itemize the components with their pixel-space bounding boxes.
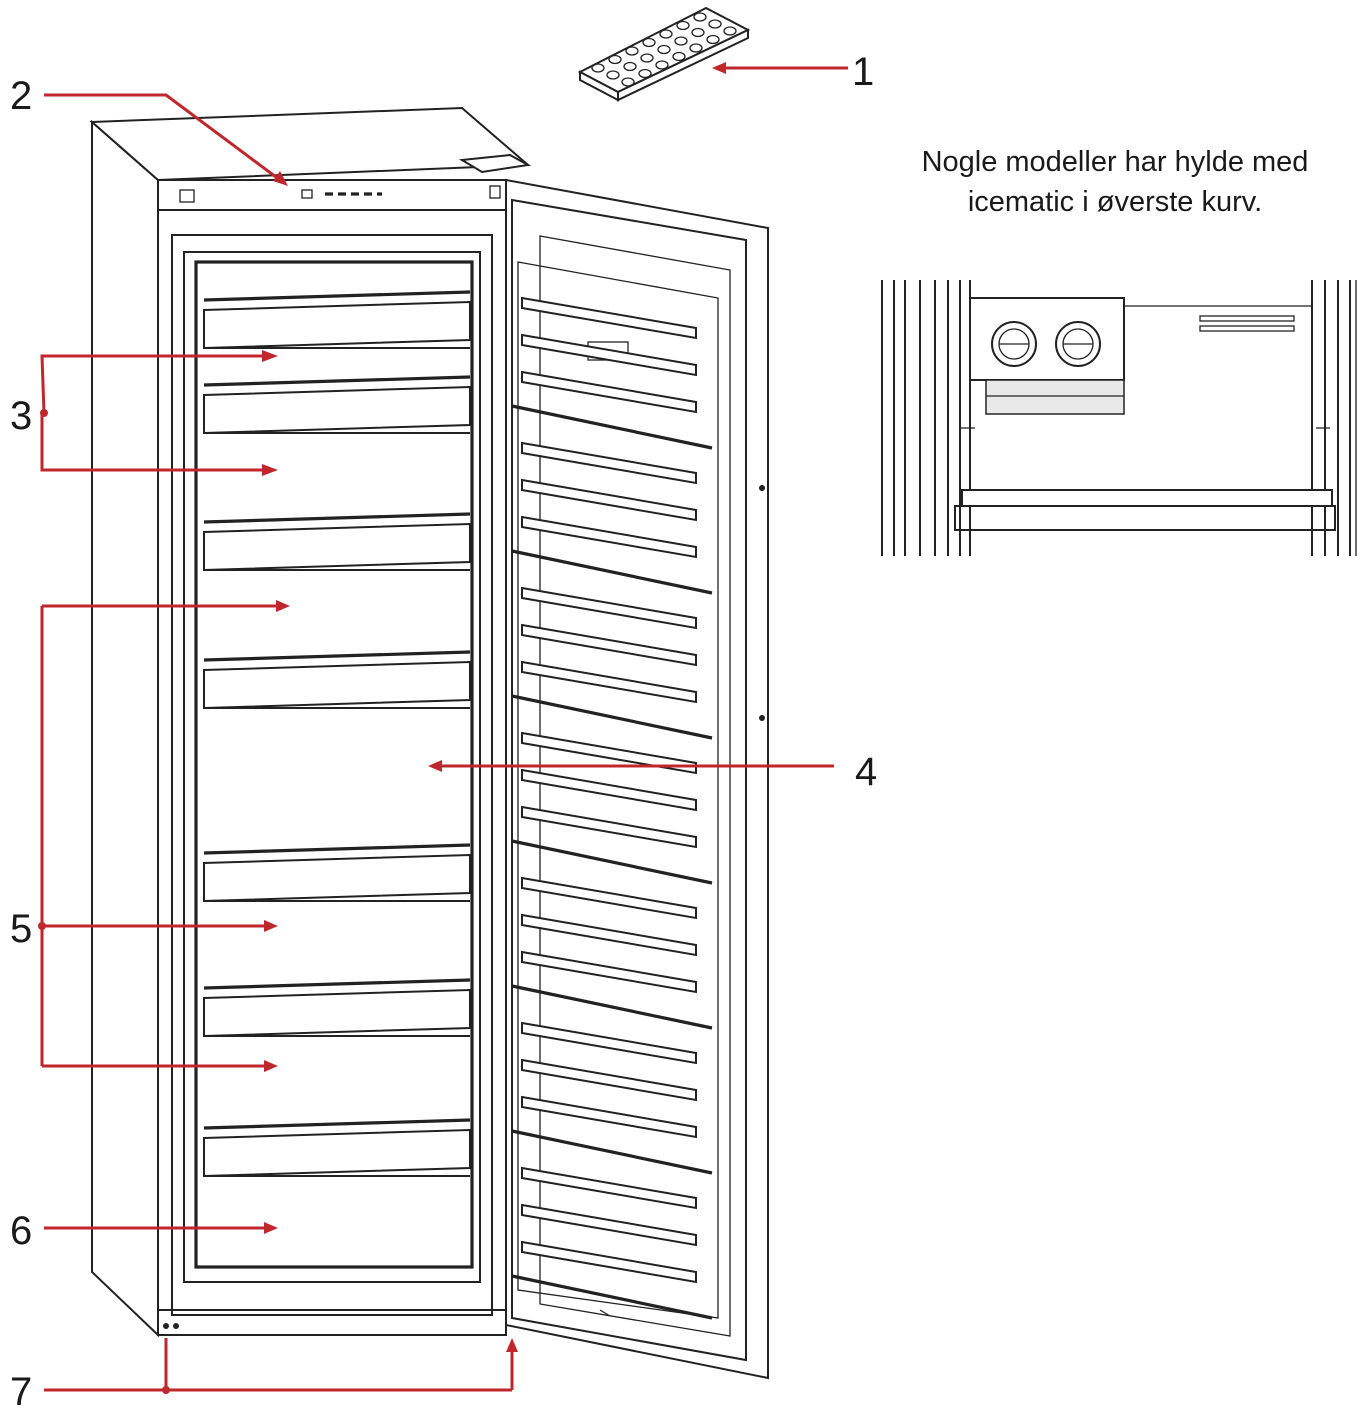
shelf-edge — [203, 650, 471, 662]
door-rib — [521, 515, 697, 559]
tray-cell — [693, 12, 707, 22]
callout-1: 1 — [852, 50, 875, 94]
tray-cell — [706, 34, 720, 45]
door-rib — [521, 623, 697, 667]
door-rib — [521, 333, 697, 377]
door-rib — [521, 913, 697, 957]
freezer-door — [505, 178, 769, 1380]
callout-4: 4 — [855, 750, 878, 794]
door-rib — [521, 441, 697, 485]
drawer-front — [203, 300, 471, 350]
drawer-front — [203, 522, 471, 572]
door-rib — [521, 1240, 697, 1284]
tray-cell — [672, 51, 686, 62]
door-rib — [521, 805, 697, 849]
door-rib — [521, 1021, 697, 1065]
icematic-note-line-1: Nogle modeller har hylde med — [921, 146, 1309, 178]
tray-cell — [689, 43, 703, 53]
freezer-cabinet — [89, 106, 532, 1338]
door-shelf-edge — [511, 839, 713, 885]
door-rib — [521, 296, 697, 340]
tray-cell — [659, 29, 673, 39]
door-rib — [521, 1095, 697, 1139]
door-rib — [521, 768, 697, 812]
tray-cell — [708, 19, 722, 29]
callout-3: 3 — [10, 394, 33, 438]
tray-cell — [676, 20, 690, 31]
drawer-front — [203, 853, 471, 903]
tray-cell — [691, 27, 705, 38]
icematic-inset — [881, 280, 1357, 556]
door-shelf-edge — [511, 694, 713, 740]
door-rib — [521, 731, 697, 775]
door-rib — [521, 1166, 697, 1210]
drawer-front — [203, 1128, 471, 1178]
tray-cell — [674, 36, 688, 46]
door-rib — [521, 1058, 697, 1102]
ice-cube-tray — [577, 6, 751, 102]
shelf-edge — [203, 978, 471, 990]
door-rib — [521, 586, 697, 630]
tray-cell — [638, 68, 652, 79]
door-rib — [521, 1203, 697, 1247]
shelf-edge — [203, 375, 471, 387]
drawer-front — [203, 385, 471, 435]
callout-2: 2 — [10, 74, 33, 118]
tray-cell — [591, 63, 605, 73]
tray-cell — [723, 26, 737, 36]
tray-cell — [625, 46, 639, 56]
door-rib — [521, 370, 697, 414]
callout-7: 7 — [10, 1370, 33, 1414]
tray-cell — [623, 61, 637, 72]
tray-cell — [608, 54, 622, 65]
icematic-note: Nogle modeller har hylde med icematic i … — [880, 142, 1350, 222]
icematic-note-line-2: icematic i øverste kurv. — [967, 186, 1263, 218]
callout-5: 5 — [10, 907, 33, 951]
tray-cell — [606, 70, 620, 80]
callout-6: 6 — [10, 1209, 33, 1253]
tray-cell — [655, 60, 669, 70]
shelf-edge — [203, 290, 471, 302]
callout-lines — [38, 62, 848, 1394]
tray-cell — [642, 37, 656, 48]
door-shelf-edge — [511, 549, 713, 595]
drawer-front — [203, 988, 471, 1038]
drawer-front — [203, 660, 471, 710]
door-rib — [521, 478, 697, 522]
door-shelf-edge — [511, 1129, 713, 1175]
door-shelf-edge — [511, 404, 713, 450]
shelf-edge — [203, 843, 471, 855]
door-rib — [521, 876, 697, 920]
shelf-edge — [203, 512, 471, 524]
tray-cell — [640, 53, 654, 63]
shelf-edge — [203, 1118, 471, 1130]
tray-cell — [621, 77, 635, 87]
door-shelf-edge — [511, 984, 713, 1030]
door-rib — [521, 660, 697, 704]
door-shelf-edge — [511, 1274, 713, 1320]
tray-cell — [657, 44, 671, 55]
door-rib — [521, 950, 697, 994]
